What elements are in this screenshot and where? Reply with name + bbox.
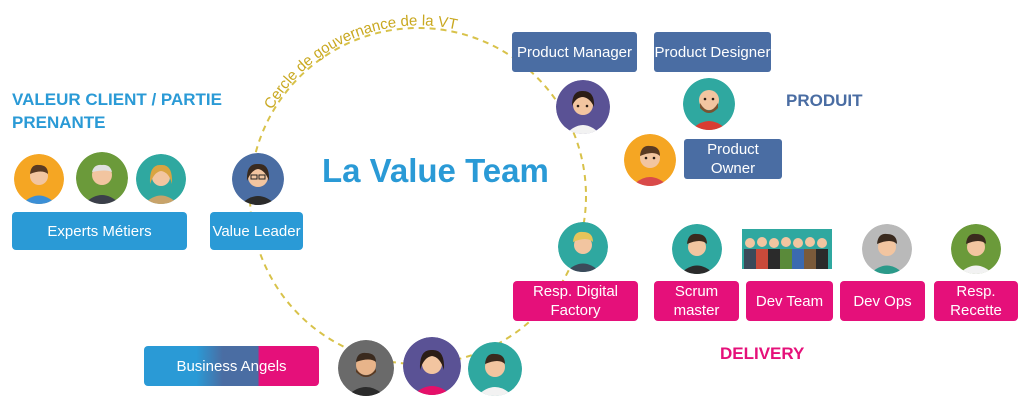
diagram-title: La Value Team (322, 152, 549, 189)
resp-digital-factory-avatar (558, 222, 608, 272)
resp-recette-box: Resp. Recette (934, 281, 1018, 321)
product-manager-box: Product Manager (512, 32, 637, 72)
expert-avatar-2 (76, 152, 128, 204)
expert-avatar-3 (136, 154, 186, 204)
product-designer-avatar (683, 78, 735, 130)
product-owner-box: Product Owner (684, 139, 782, 179)
experts-metiers-box: Experts Métiers (12, 212, 187, 250)
dev-ops-avatar (862, 224, 912, 274)
business-angels-box: Business Angels (144, 346, 319, 386)
business-angel-avatar-1 (338, 340, 394, 396)
client-section-heading: VALEUR CLIENT / PARTIE PRENANTE (12, 90, 222, 132)
resp-digital-factory-box: Resp. Digital Factory (513, 281, 638, 321)
scrum-master-box: Scrum master (654, 281, 739, 321)
business-angel-avatar-3 (468, 342, 522, 396)
product-manager-avatar (556, 80, 610, 134)
arc-label: Cercle de gouvernance de la VT (261, 12, 459, 112)
governance-arc (249, 27, 587, 365)
scrum-master-avatar (672, 224, 722, 274)
dev-team-box: Dev Team (746, 281, 833, 321)
delivery-section-heading: DELIVERY (720, 344, 805, 363)
arc-label-text: Cercle de gouvernance de la VT (261, 12, 459, 112)
value-leader-box: Value Leader (210, 212, 303, 250)
product-designer-box: Product Designer (654, 32, 771, 72)
dev-team-group-image (742, 229, 832, 269)
business-angel-avatar-2 (403, 337, 461, 395)
resp-recette-avatar (951, 224, 1001, 274)
dev-ops-box: Dev Ops (840, 281, 925, 321)
value-leader-avatar (232, 153, 284, 205)
product-owner-avatar (624, 134, 676, 186)
produit-section-heading: PRODUIT (786, 91, 863, 110)
expert-avatar-1 (14, 154, 64, 204)
